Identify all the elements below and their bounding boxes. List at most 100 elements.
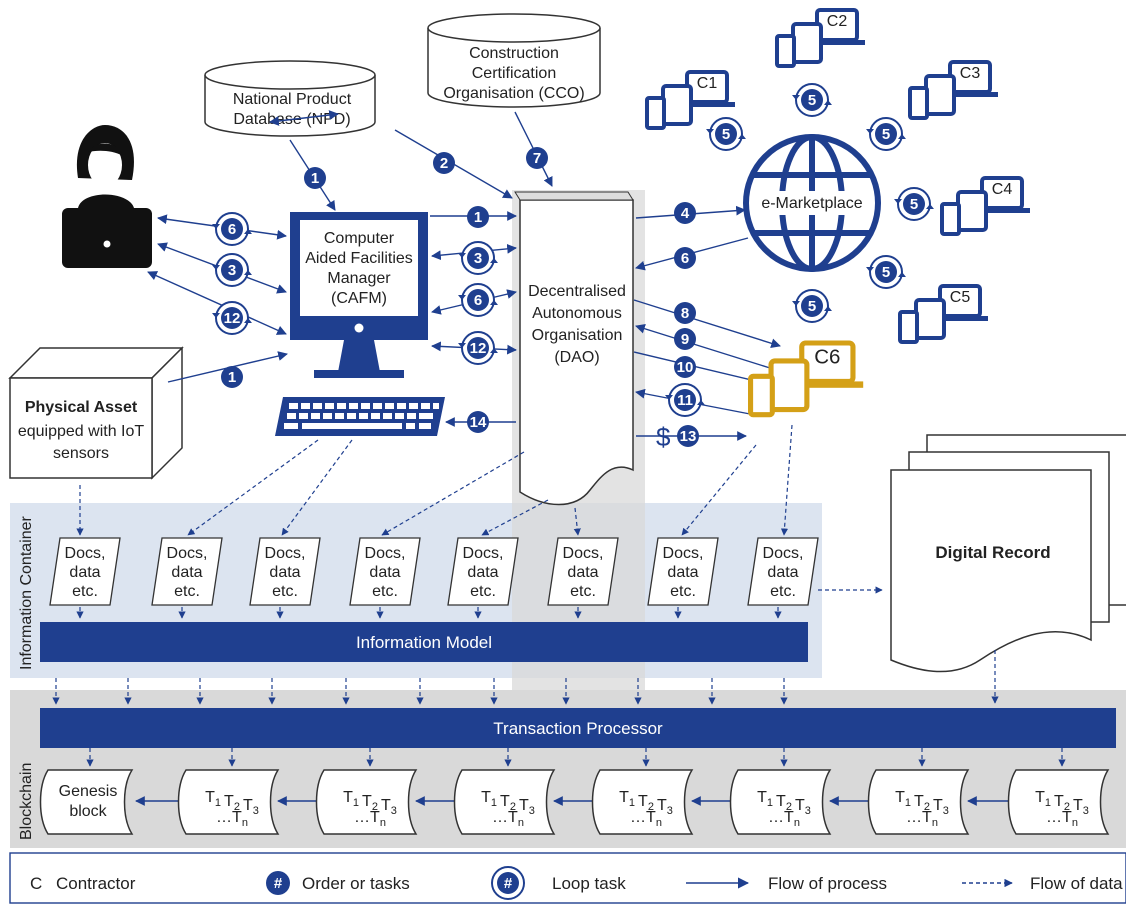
contractor-label: C4 bbox=[992, 181, 1013, 198]
svg-text:6: 6 bbox=[681, 250, 689, 267]
order-task-badge: 1 bbox=[467, 206, 489, 228]
contractor-device-c3: C3 bbox=[908, 60, 998, 120]
physical-asset-sub-1: equipped with IoT bbox=[18, 423, 145, 440]
legend-order-text: Order or tasks bbox=[302, 874, 410, 893]
svg-text:8: 8 bbox=[681, 305, 689, 322]
loop-task-badge: 3 bbox=[458, 241, 498, 275]
order-task-badge: 1 bbox=[221, 366, 243, 388]
legend-loop-ring bbox=[491, 866, 525, 900]
info-container-label: Information Container bbox=[18, 515, 35, 670]
docs-label: etc. bbox=[470, 583, 496, 600]
docs-shape bbox=[151, 537, 223, 606]
docs-label: data bbox=[567, 564, 598, 581]
docs-label: data bbox=[667, 564, 698, 581]
docs-label: Docs, bbox=[763, 545, 804, 562]
docs-label: etc. bbox=[570, 583, 596, 600]
legend-loop-symbol: # bbox=[504, 875, 513, 892]
svg-text:3: 3 bbox=[228, 262, 236, 279]
contractor-device-c5: C5 bbox=[898, 284, 988, 344]
block-shape bbox=[315, 769, 418, 835]
docs-label: etc. bbox=[72, 583, 98, 600]
dao-label-1: Decentralised bbox=[528, 283, 626, 300]
legend-order-symbol: # bbox=[274, 875, 283, 892]
docs-label: data bbox=[369, 564, 400, 581]
docs-label: data bbox=[467, 564, 498, 581]
contractor-device-c4: C4 bbox=[940, 176, 1030, 236]
block-shape bbox=[591, 769, 694, 835]
information-model-bar bbox=[40, 622, 808, 662]
dao-label-4: (DAO) bbox=[554, 349, 599, 366]
docs-label: etc. bbox=[770, 583, 796, 600]
svg-text:5: 5 bbox=[722, 126, 730, 143]
svg-text:12: 12 bbox=[224, 310, 241, 327]
e-marketplace-globe bbox=[743, 134, 881, 272]
docs-label: Docs, bbox=[463, 545, 504, 562]
docs-shape bbox=[447, 537, 519, 606]
legend-contractor-text: Contractor bbox=[56, 874, 136, 893]
docs-label: data bbox=[767, 564, 798, 581]
legend-data-text: Flow of data bbox=[1030, 874, 1123, 893]
order-task-badge: 1 bbox=[304, 167, 326, 189]
dao-label-3: Organisation bbox=[532, 327, 623, 344]
svg-text:5: 5 bbox=[808, 92, 816, 109]
loop-task-badge: 5 bbox=[866, 255, 906, 289]
order-task-badge: 8 bbox=[674, 302, 696, 324]
physical-asset-sub-2: sensors bbox=[53, 445, 109, 462]
block-label-bottom: …Tn bbox=[492, 809, 524, 829]
svg-text:1: 1 bbox=[474, 209, 482, 226]
block-shape bbox=[729, 769, 832, 835]
docs-group: Docs, data etc. Docs, data etc. Docs, data etc. D… bbox=[49, 537, 819, 606]
cco-label-3: Organisation (CCO) bbox=[443, 85, 584, 102]
docs-label: Docs, bbox=[167, 545, 208, 562]
e-marketplace-label-bg bbox=[752, 191, 872, 215]
contractor-label: C1 bbox=[697, 75, 718, 92]
npd-label-1: National Product bbox=[233, 91, 352, 108]
digital-record-label: Digital Record bbox=[935, 543, 1050, 562]
svg-text:14: 14 bbox=[470, 414, 487, 431]
block-shape bbox=[1007, 769, 1110, 835]
loop-task-badge: 5 bbox=[792, 289, 832, 323]
order-task-badge: 13 bbox=[677, 425, 699, 447]
legend-loop-icon bbox=[497, 872, 519, 894]
digital-record: Digital Record bbox=[890, 434, 1126, 673]
docs-label: Docs, bbox=[365, 545, 406, 562]
e-marketplace-label: e-Marketplace bbox=[761, 195, 862, 212]
order-task-badge: 14 bbox=[467, 411, 489, 433]
docs-label: Docs, bbox=[65, 545, 106, 562]
contractor-label: C6 bbox=[814, 345, 840, 368]
docs-shape bbox=[647, 537, 719, 606]
block-shape bbox=[453, 769, 556, 835]
block-shape bbox=[177, 769, 280, 835]
cco-label-2: Certification bbox=[472, 65, 556, 82]
cafm-label-2: Aided Facilities bbox=[305, 250, 413, 267]
docs-shape bbox=[49, 537, 121, 606]
cafm-label-1: Computer bbox=[324, 230, 395, 247]
block-label-bottom: …Tn bbox=[906, 809, 938, 829]
docs-label: data bbox=[69, 564, 100, 581]
transaction-processor-label: Transaction Processor bbox=[493, 719, 663, 738]
docs-shape bbox=[249, 537, 321, 606]
order-task-badge: 6 bbox=[674, 247, 696, 269]
svg-text:12: 12 bbox=[470, 340, 487, 357]
loop-task-badge: 11 bbox=[665, 383, 705, 417]
docs-label: etc. bbox=[670, 583, 696, 600]
docs-label: data bbox=[269, 564, 300, 581]
genesis-label-2: block bbox=[69, 803, 107, 820]
dao-label-2: Autonomous bbox=[532, 305, 622, 322]
docs-label: Docs, bbox=[265, 545, 306, 562]
loop-task-badge: 5 bbox=[894, 187, 934, 221]
